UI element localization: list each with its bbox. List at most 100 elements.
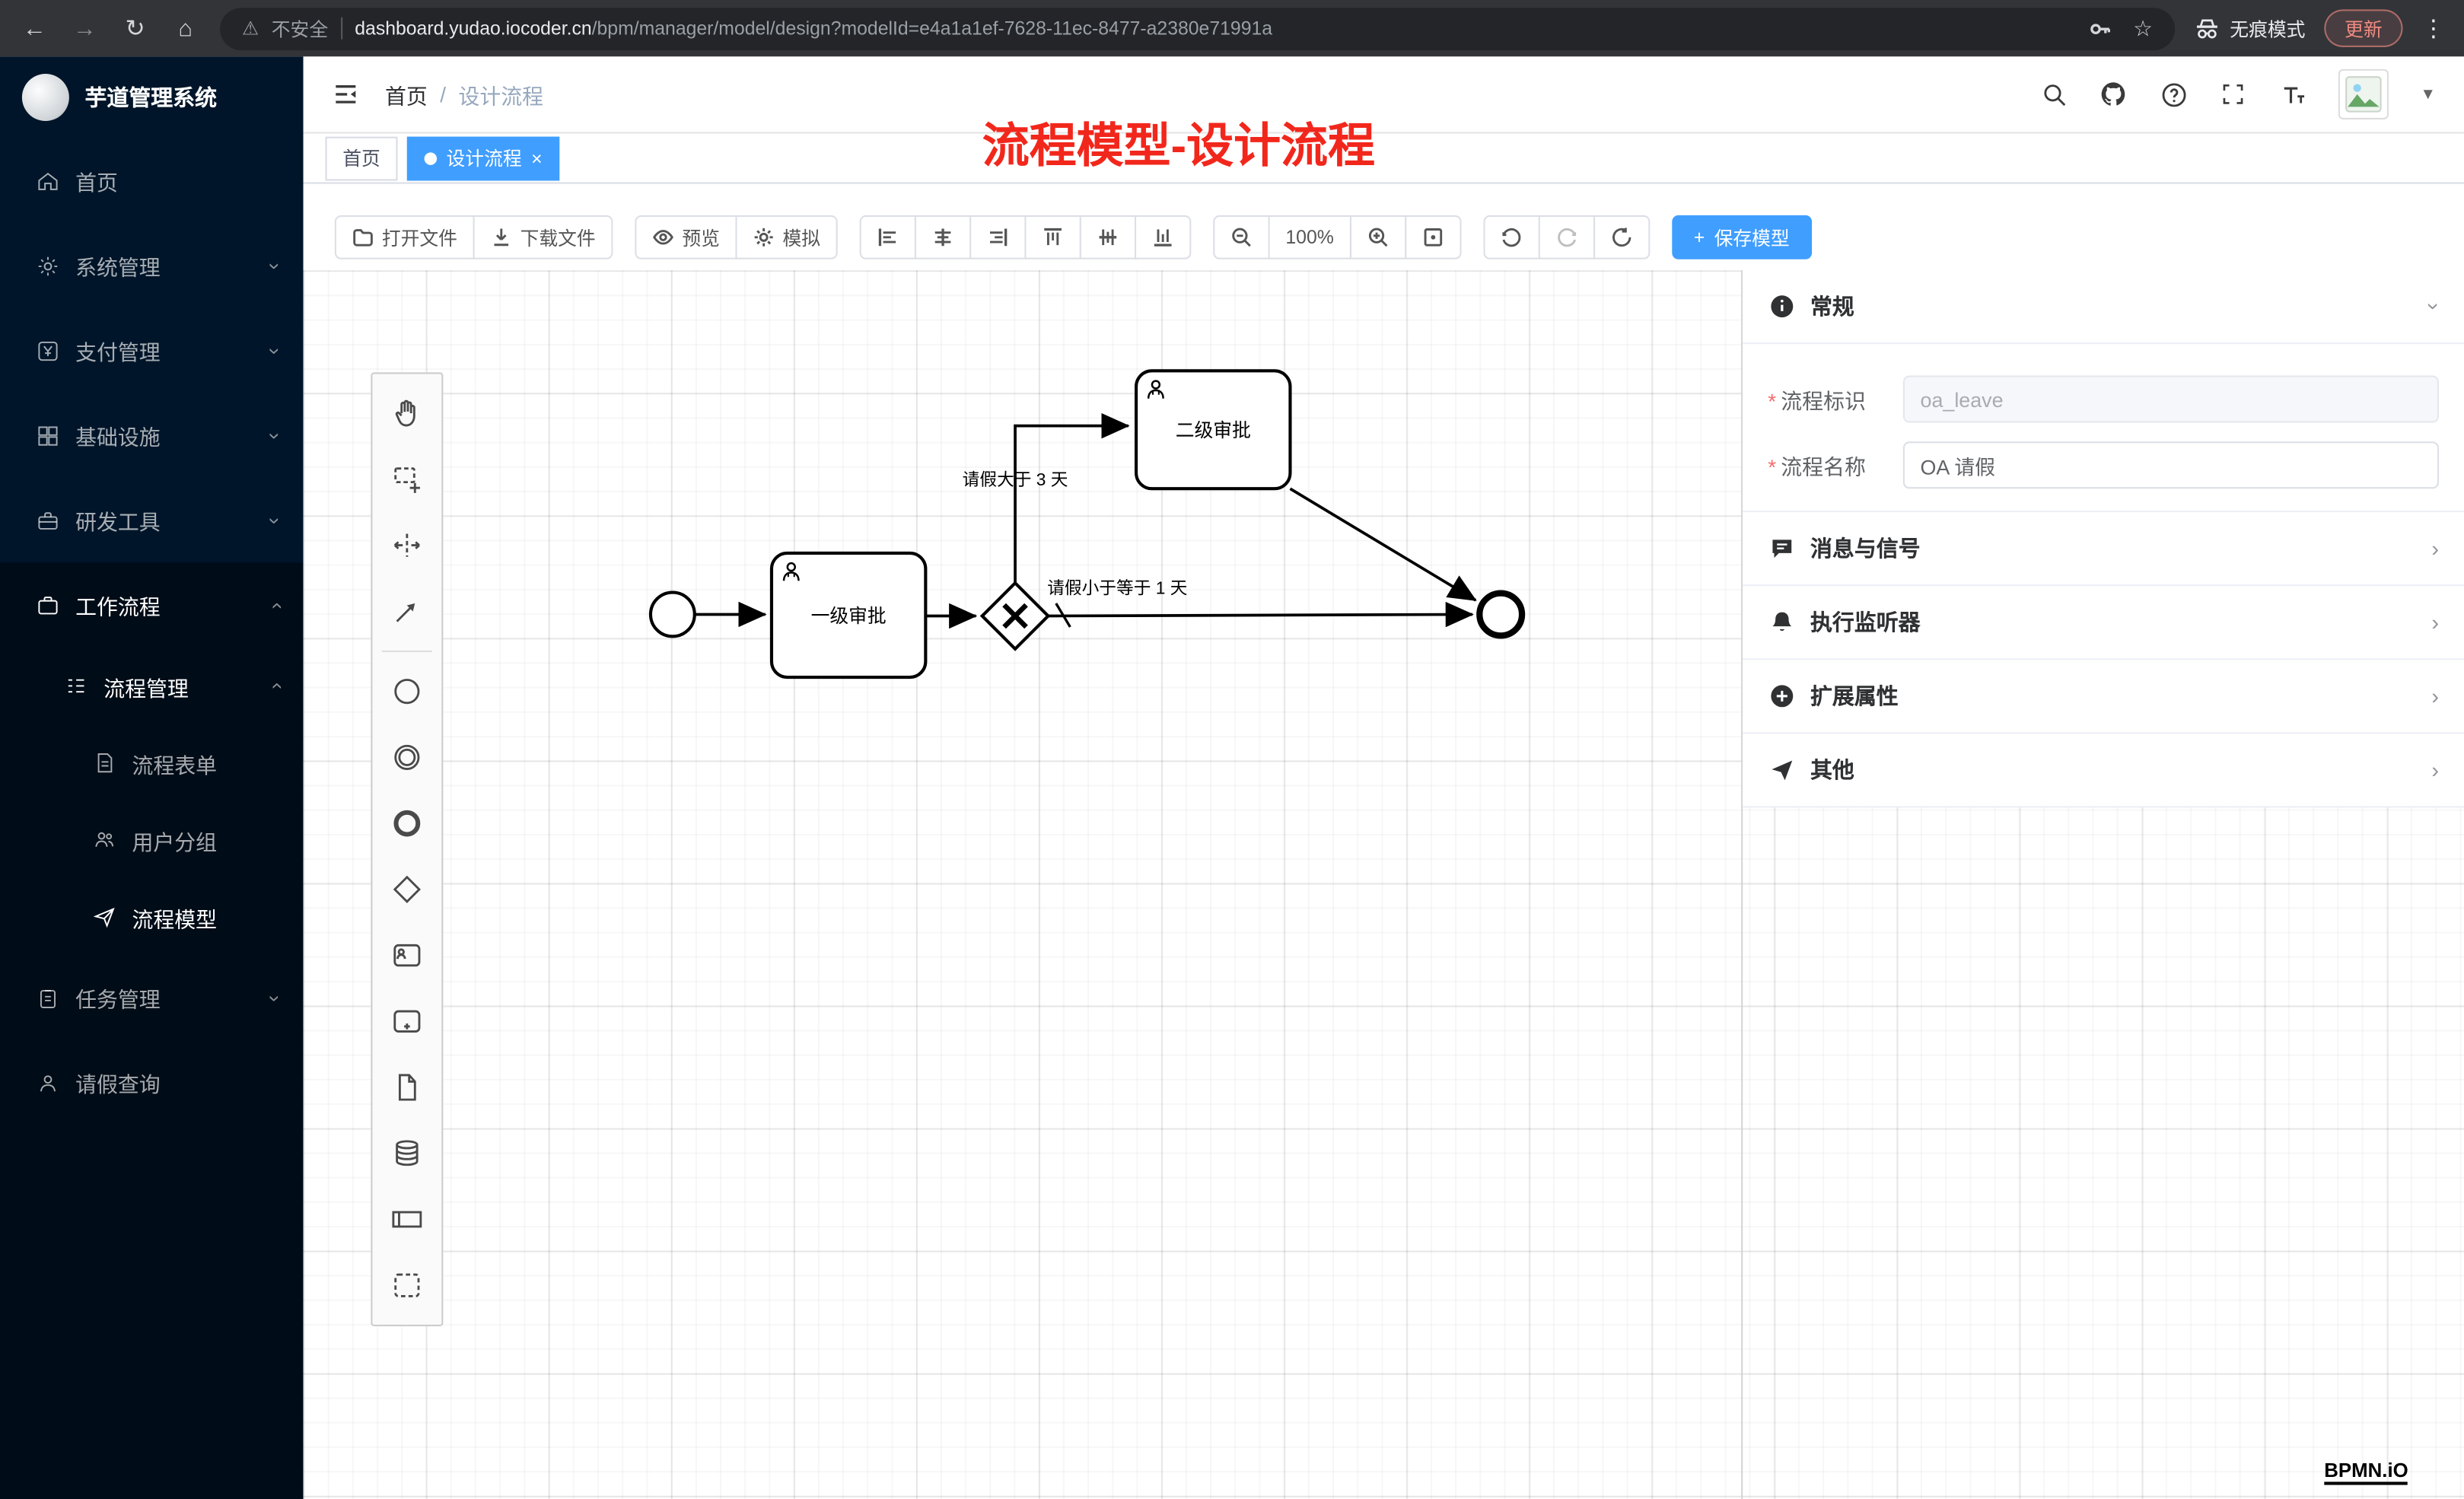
sidebar-item-workflow[interactable]: 工作流程 › — [0, 562, 304, 648]
create-participant-icon[interactable] — [372, 1186, 441, 1252]
flow-gateway-to-task2[interactable] — [1014, 412, 1130, 584]
close-icon[interactable]: × — [531, 147, 543, 169]
save-model-button[interactable]: +保存模型 — [1671, 215, 1812, 259]
avatar-caret-icon[interactable]: ▼ — [2420, 85, 2436, 103]
sidebar-item-process-mgmt[interactable]: 流程管理 › — [0, 648, 304, 724]
user-avatar[interactable] — [2338, 68, 2389, 119]
flow-task2-to-end[interactable] — [1289, 487, 1477, 602]
bpmn-diagram[interactable]: 一级审批 二级审批 — [304, 270, 1742, 899]
section-execution-listeners[interactable]: 执行监听器 › — [1743, 586, 2464, 660]
chevron-up-icon: › — [263, 682, 287, 689]
align-bottom-button[interactable] — [1135, 215, 1192, 259]
create-start-event-icon[interactable] — [372, 658, 441, 724]
exclusive-gateway[interactable] — [979, 581, 1051, 651]
section-other[interactable]: 其他 › — [1743, 734, 2464, 808]
flow-label-gt[interactable]: 请假大于 3 天 — [963, 469, 1068, 489]
section-messages-signals[interactable]: 消息与信号 › — [1743, 512, 2464, 587]
global-connect-tool-icon[interactable] — [372, 578, 441, 644]
zoom-fit-button[interactable] — [1404, 215, 1462, 259]
bell-icon — [1768, 609, 1794, 635]
default-flow-marker — [1055, 603, 1071, 628]
zoom-in-button[interactable] — [1349, 215, 1406, 259]
bookmark-star-icon[interactable]: ☆ — [2133, 14, 2154, 40]
sidebar-item-home[interactable]: 首页 — [0, 138, 304, 224]
preview-button[interactable]: 预览 — [635, 215, 737, 259]
create-subprocess-icon[interactable] — [372, 988, 441, 1055]
sidebar-item-leave-query[interactable]: 请假查询 — [0, 1040, 304, 1125]
align-v-middle-button[interactable] — [1079, 215, 1137, 259]
app-logo-row[interactable]: 芋道管理系统 — [0, 56, 304, 138]
sidebar-item-process-form[interactable]: 流程表单 — [0, 724, 304, 801]
align-left-button[interactable] — [859, 215, 917, 259]
browser-forward-icon[interactable]: → — [73, 14, 97, 42]
browser-home-icon[interactable]: ⌂ — [178, 14, 193, 42]
browser-reload-icon[interactable]: ↻ — [125, 15, 145, 43]
open-file-button[interactable]: 打开文件 — [334, 215, 475, 259]
flow-gateway-to-end[interactable] — [1048, 601, 1474, 628]
tab-home[interactable]: 首页 — [325, 135, 398, 180]
sidebar-item-label: 系统管理 — [75, 256, 161, 280]
sidebar-collapse-icon[interactable] — [332, 80, 360, 108]
process-key-row: *流程标识 — [1768, 375, 2440, 423]
download-file-button[interactable]: 下载文件 — [473, 215, 613, 259]
browser-update-button[interactable]: 更新 — [2324, 9, 2403, 47]
section-general[interactable]: 常规 › — [1743, 270, 2464, 345]
designer-toolbar: 打开文件 下载文件 预览 模拟 100% — [334, 215, 1812, 259]
align-top-button[interactable] — [1024, 215, 1081, 259]
browser-back-icon[interactable]: ← — [22, 14, 46, 42]
password-key-icon[interactable] — [2086, 14, 2114, 43]
create-gateway-icon[interactable] — [372, 856, 441, 922]
align-h-center-button[interactable] — [915, 215, 972, 259]
browser-menu-icon[interactable]: ⋮ — [2421, 15, 2446, 43]
user-task-level1[interactable]: 一级审批 — [769, 551, 928, 679]
sidebar-item-payment[interactable]: 支付管理 › — [0, 308, 304, 393]
eye-icon — [653, 230, 673, 245]
address-bar[interactable]: ⚠ 不安全 dashboard.yudao.iocoder.cn/bpm/man… — [220, 7, 2176, 50]
breadcrumb-home[interactable]: 首页 — [384, 84, 428, 109]
redo-button[interactable] — [1538, 215, 1595, 259]
help-icon[interactable] — [2160, 80, 2188, 108]
space-tool-icon[interactable] — [372, 512, 441, 578]
security-label[interactable]: 不安全 — [271, 18, 329, 40]
github-icon[interactable] — [2099, 80, 2128, 108]
start-event[interactable] — [648, 590, 696, 638]
create-data-store-icon[interactable] — [372, 1120, 441, 1186]
user-task-level2[interactable]: 二级审批 — [1135, 369, 1292, 491]
lasso-tool-icon[interactable] — [372, 446, 441, 512]
font-size-icon[interactable] — [2279, 80, 2307, 108]
restart-button[interactable] — [1593, 215, 1650, 259]
sidebar-item-process-model[interactable]: 流程模型 — [0, 878, 304, 955]
create-group-icon[interactable] — [372, 1252, 441, 1319]
url-text[interactable]: dashboard.yudao.iocoder.cn/bpm/manager/m… — [355, 18, 1272, 40]
gateway-x-icon — [1002, 603, 1028, 629]
sidebar-item-task-mgmt[interactable]: 任务管理 › — [0, 956, 304, 1041]
gear-icon — [754, 228, 773, 247]
create-user-task-icon[interactable] — [372, 922, 441, 988]
fullscreen-icon[interactable] — [2219, 80, 2247, 108]
undo-button[interactable] — [1482, 215, 1540, 259]
section-extended-attributes[interactable]: 扩展属性 › — [1743, 660, 2464, 734]
zoom-out-button[interactable] — [1213, 215, 1270, 259]
sidebar-item-devtools[interactable]: 研发工具 › — [0, 478, 304, 563]
sidebar-item-system[interactable]: 系统管理 › — [0, 223, 304, 308]
create-data-object-icon[interactable] — [372, 1055, 441, 1121]
simulate-button[interactable]: 模拟 — [735, 215, 838, 259]
align-right-button[interactable] — [969, 215, 1027, 259]
sidebar-item-label: 首页 — [75, 171, 118, 196]
create-intermediate-event-icon[interactable] — [372, 724, 441, 791]
flow-label-le[interactable]: 请假小于等于 1 天 — [1047, 578, 1187, 598]
send-icon — [91, 904, 116, 929]
zoom-level[interactable]: 100% — [1268, 215, 1351, 259]
process-key-input[interactable] — [1902, 375, 2440, 423]
create-end-event-icon[interactable] — [372, 791, 441, 857]
bpmn-canvas[interactable]: 一级审批 二级审批 — [303, 270, 2464, 1499]
sidebar-item-label: 任务管理 — [75, 988, 161, 1012]
tab-design-process[interactable]: 设计流程 × — [406, 135, 560, 180]
end-event[interactable] — [1476, 590, 1526, 639]
sidebar-item-user-group[interactable]: 用户分组 — [0, 801, 304, 878]
search-icon[interactable] — [2040, 80, 2068, 108]
bpmn-io-watermark[interactable]: BPMN.iO — [2324, 1459, 2408, 1485]
process-name-input[interactable] — [1902, 441, 2440, 489]
sidebar-item-infra[interactable]: 基础设施 › — [0, 393, 304, 478]
hand-tool-icon[interactable] — [372, 380, 441, 447]
